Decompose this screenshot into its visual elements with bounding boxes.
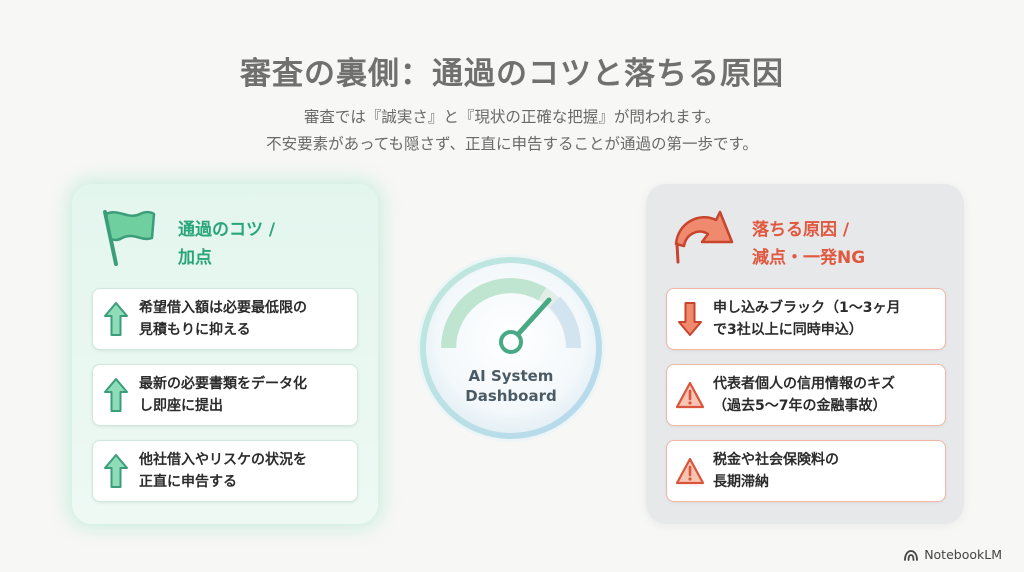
cause-card: 代表者個人の信用情報のキズ （過去5〜7年の金融事故） [666, 364, 946, 426]
arrow-up-icon [104, 378, 128, 412]
tips-panel: 通過のコツ / 加点 希望借入額は必要最低限の 見積もりに抑える 最新の必要書類… [72, 184, 378, 524]
cause-text: 税金や社会保険料の 長期滞納 [713, 452, 839, 490]
tip-text: 最新の必要書類をデータ化 し即座に提出 [139, 376, 307, 414]
tip-text: 他社借入やリスケの状況を 正直に申告する [139, 452, 307, 490]
warning-icon [675, 381, 705, 409]
cause-card: 税金や社会保険料の 長期滞納 [666, 440, 946, 502]
page-title: 審査の裏側：通過のコツと落ちる原因 [240, 56, 784, 92]
page-subtitle: 審査では『誠実さ』と『現状の正確な把握』が問われます。 不安要素があっても隠さず… [0, 104, 1024, 158]
cause-text: 代表者個人の信用情報のキズ （過去5〜7年の金融事故） [713, 376, 895, 414]
curved-down-arrow-icon [674, 210, 734, 264]
causes-panel: 落ちる原因 / 減点・一発NG 申し込みブラック（1〜3ヶ月 で3社以上に同時申… [646, 184, 964, 524]
tip-card: 最新の必要書類をデータ化 し即座に提出 [92, 364, 358, 426]
flag-icon [103, 210, 156, 266]
tip-card: 希望借入額は必要最低限の 見積もりに抑える [92, 288, 358, 350]
arrow-up-icon [104, 302, 128, 336]
subtitle-line-2: 不安要素があっても隠さず、正直に申告することが通過の第一歩です。 [266, 135, 758, 153]
arrow-down-icon [678, 302, 702, 336]
tip-card: 他社借入やリスケの状況を 正直に申告する [92, 440, 358, 502]
notebooklm-logo-icon [904, 549, 919, 561]
brand: NotebookLM [903, 547, 1002, 562]
cause-card: 申し込みブラック（1〜3ヶ月 で3社以上に同時申込） [666, 288, 946, 350]
arrow-up-icon [104, 454, 128, 488]
cause-text: 申し込みブラック（1〜3ヶ月 で3社以上に同時申込） [713, 300, 901, 338]
brand-name: NotebookLM [924, 547, 1002, 562]
tip-text: 希望借入額は必要最低限の 見積もりに抑える [139, 300, 307, 338]
speedometer-icon [417, 254, 605, 442]
tips-panel-title: 通過のコツ / 加点 [178, 220, 276, 268]
causes-panel-title: 落ちる原因 / 減点・一発NG [752, 220, 866, 268]
warning-icon [675, 457, 705, 485]
subtitle-line-1: 審査では『誠実さ』と『現状の正確な把握』が問われます。 [303, 108, 721, 126]
gauge-label: AI System Dashboard [465, 367, 557, 405]
